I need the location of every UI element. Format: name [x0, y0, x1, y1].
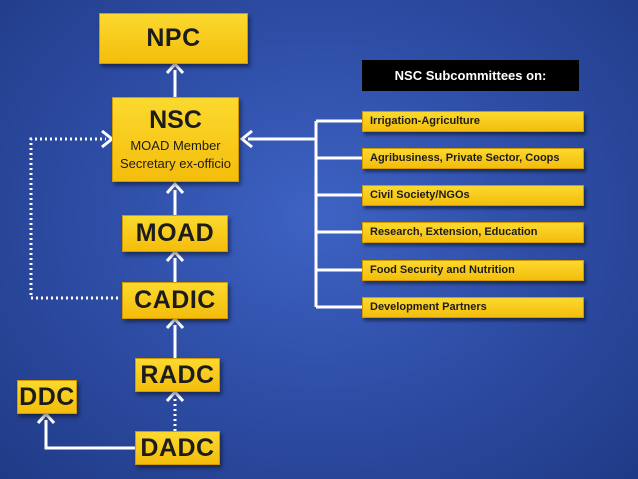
cadic-label: CADIC: [134, 286, 216, 314]
subcommittee-label: Agribusiness, Private Sector, Coops: [370, 152, 560, 164]
arrowhead-npc: [165, 61, 185, 74]
arrowhead-nsc-right: [239, 129, 253, 149]
moad-box: MOAD: [122, 215, 228, 252]
radc-box: RADC: [135, 358, 220, 392]
npc-label: NPC: [146, 24, 201, 52]
arrowhead-cadic: [165, 316, 185, 329]
nsc-member-line: MOAD Member: [130, 138, 221, 153]
subcommittee-item: Irrigation-Agriculture: [362, 111, 584, 132]
ddc-label: DDC: [19, 382, 75, 411]
subcommittee-label: Research, Extension, Education: [370, 226, 538, 238]
subcommittee-item: Research, Extension, Education: [362, 222, 584, 243]
ddc-box: DDC: [17, 380, 77, 414]
arrowhead-nsc: [165, 181, 185, 194]
cadic-box: CADIC: [122, 282, 228, 319]
subcommittee-label: Food Security and Nutrition: [370, 264, 515, 276]
arrowhead-moad: [165, 249, 185, 262]
arrowhead-ddc: [36, 411, 56, 424]
arrowhead-nsc-left: [101, 129, 115, 149]
subcommittee-label: Development Partners: [370, 301, 487, 313]
subcommittee-label: Irrigation-Agriculture: [370, 115, 481, 127]
arrowhead-radc: [165, 389, 185, 402]
dotted-cadic-to-nsc: [29, 137, 118, 300]
dadc-label: DADC: [140, 433, 215, 462]
subcommittee-item: Civil Society/NGOs: [362, 185, 584, 206]
nsc-label: NSC: [149, 106, 202, 134]
subcommittee-item: Food Security and Nutrition: [362, 260, 584, 281]
subcommittee-item: Development Partners: [362, 297, 584, 318]
subcommittee-label: Civil Society/NGOs: [370, 189, 470, 201]
nsc-secretary-line: Secretary ex-officio: [119, 156, 232, 171]
subcommittee-item: Agribusiness, Private Sector, Coops: [362, 148, 584, 169]
subcommittees-heading-label: NSC Subcommittees on:: [394, 68, 547, 83]
moad-label: MOAD: [135, 219, 215, 247]
subcommittees-heading: NSC Subcommittees on:: [362, 60, 579, 91]
npc-box: NPC: [99, 13, 248, 64]
nsc-box: NSC MOAD Member Secretary ex-officio: [112, 97, 239, 182]
radc-label: RADC: [140, 360, 215, 389]
arrow-dadc-to-ddc: [44, 420, 135, 450]
dadc-box: DADC: [135, 431, 220, 465]
